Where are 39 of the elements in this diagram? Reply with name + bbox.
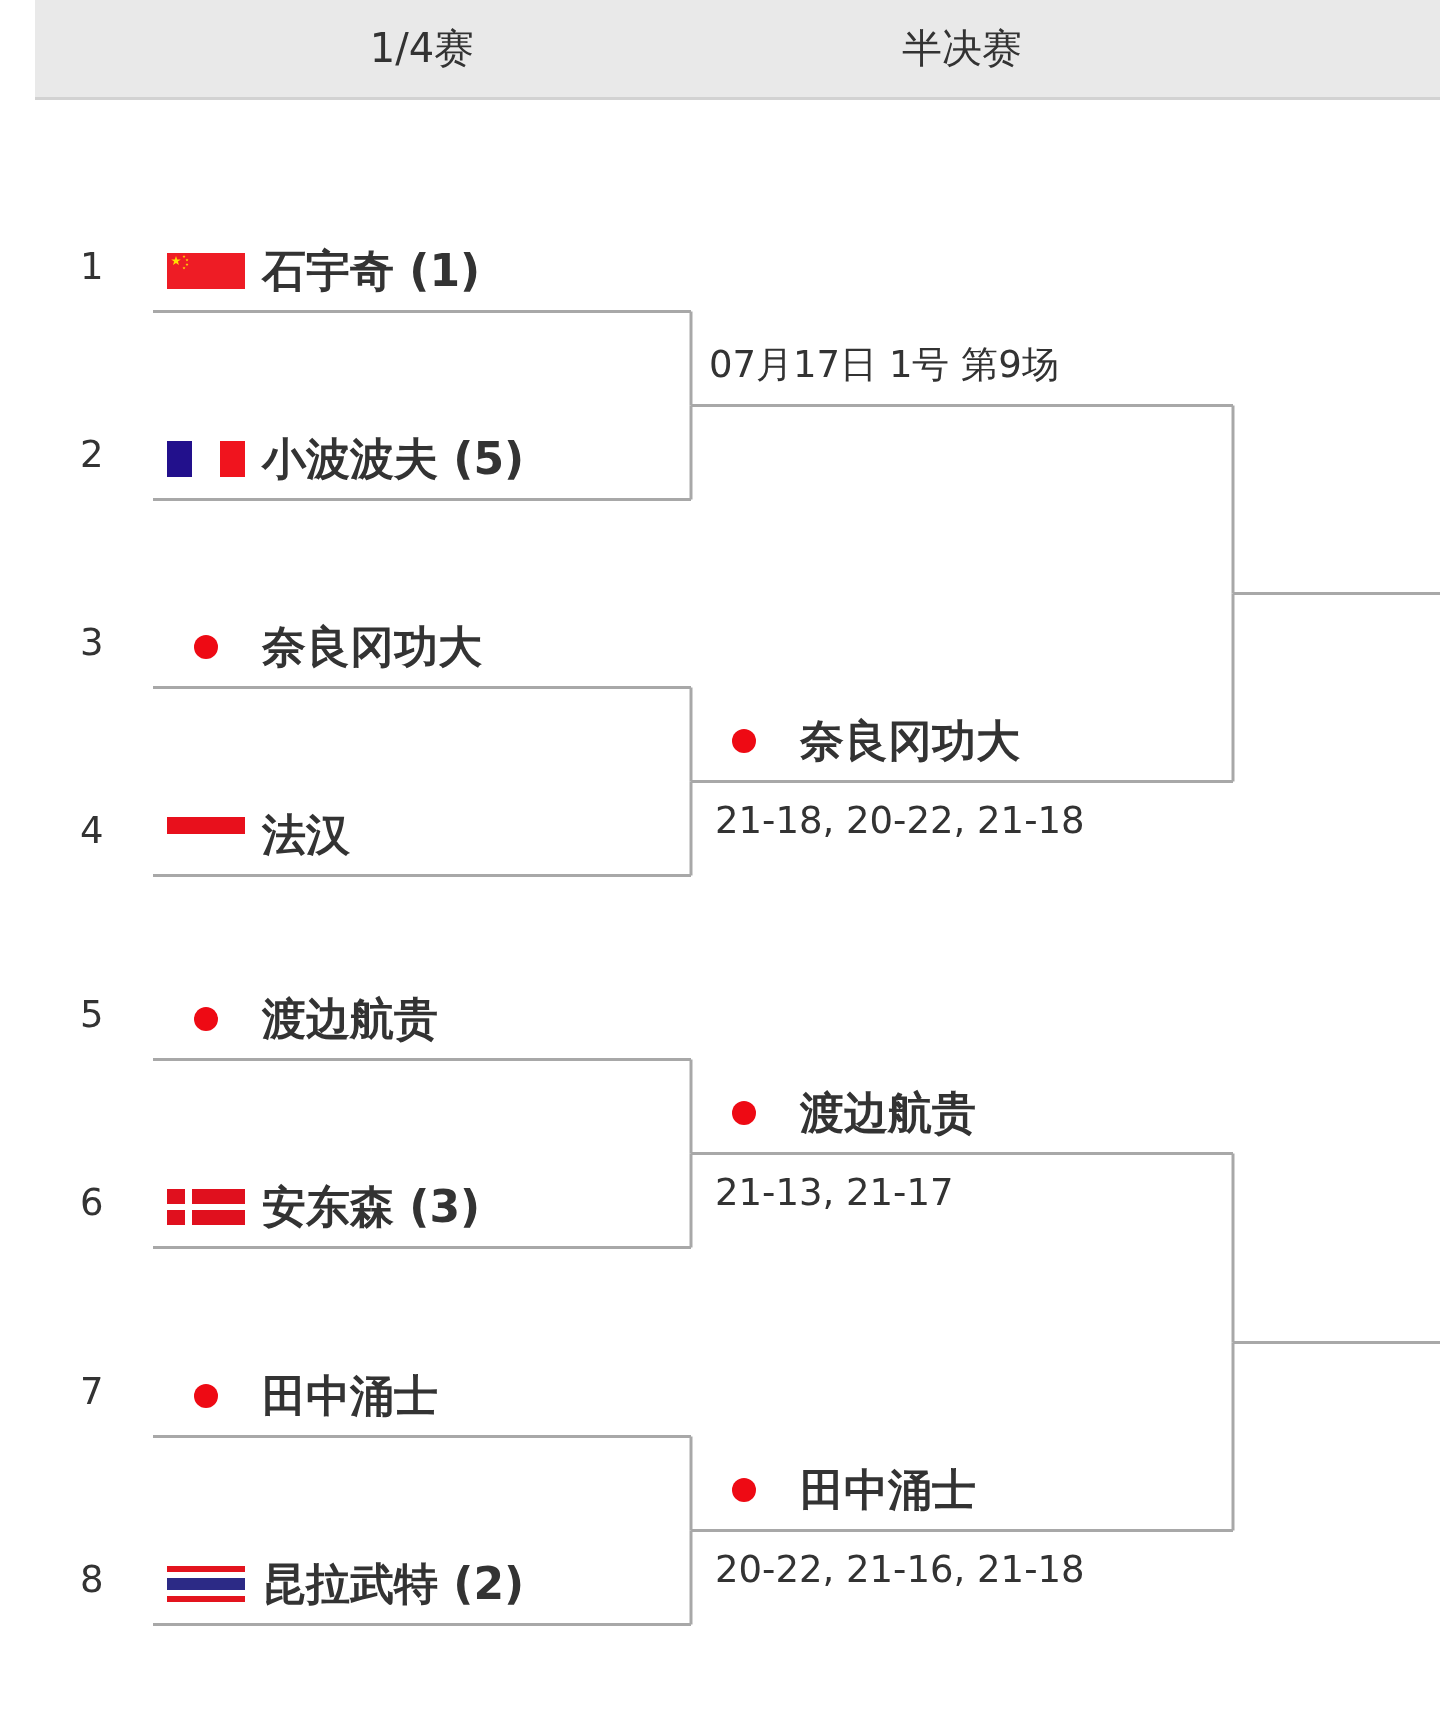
- player-name: 田中涌士: [800, 1463, 976, 1517]
- bracket-line: [1231, 1153, 1235, 1343]
- player-name: 渡边航贵: [800, 1086, 976, 1140]
- seed-number: 3: [80, 621, 104, 665]
- bracket-line-slot: [1233, 1341, 1440, 1344]
- bracket-line: [689, 781, 693, 876]
- bracket-line: [1231, 1342, 1235, 1531]
- bracket-line: [689, 1436, 693, 1531]
- player-name: 石宇奇 (1): [262, 244, 481, 298]
- seed-number: 7: [80, 1370, 104, 1414]
- player-name: 小波波夫 (5): [262, 432, 525, 486]
- bracket-line: [689, 1059, 693, 1154]
- player-name: 渡边航贵: [262, 992, 438, 1046]
- seed-number: 1: [80, 245, 104, 289]
- bracket-line: [689, 1153, 693, 1248]
- seed-number: 5: [80, 993, 104, 1037]
- player-name: 法汉: [262, 808, 350, 862]
- bracket-line: [689, 687, 693, 782]
- player-name: 田中涌士: [262, 1369, 438, 1423]
- column-heading: 半决赛: [902, 24, 1022, 72]
- bracket-line-slot: [1233, 592, 1440, 595]
- bracket-line: [1231, 593, 1235, 782]
- seed-number: 4: [80, 809, 104, 853]
- player-name: 奈良冈功大: [262, 620, 482, 674]
- bracket-line: [1231, 405, 1235, 594]
- seed-number: 8: [80, 1558, 104, 1602]
- seed-number: 6: [80, 1181, 104, 1225]
- bracket-line: [689, 1530, 693, 1625]
- column-heading: 1/4赛: [369, 24, 475, 72]
- match-info: 07月17日 1号 第9场: [709, 342, 1059, 388]
- player-name: 奈良冈功大: [800, 714, 1020, 768]
- match-score: 21-18, 20-22, 21-18: [715, 799, 1085, 843]
- seed-number: 2: [80, 433, 104, 477]
- match-score: 21-13, 21-17: [715, 1171, 954, 1215]
- bracket-line: [689, 405, 693, 500]
- player-name: 安东森 (3): [262, 1180, 481, 1234]
- bracket-line: [689, 311, 693, 406]
- player-name: 昆拉武特 (2): [262, 1557, 525, 1611]
- match-score: 20-22, 21-16, 21-18: [715, 1548, 1085, 1592]
